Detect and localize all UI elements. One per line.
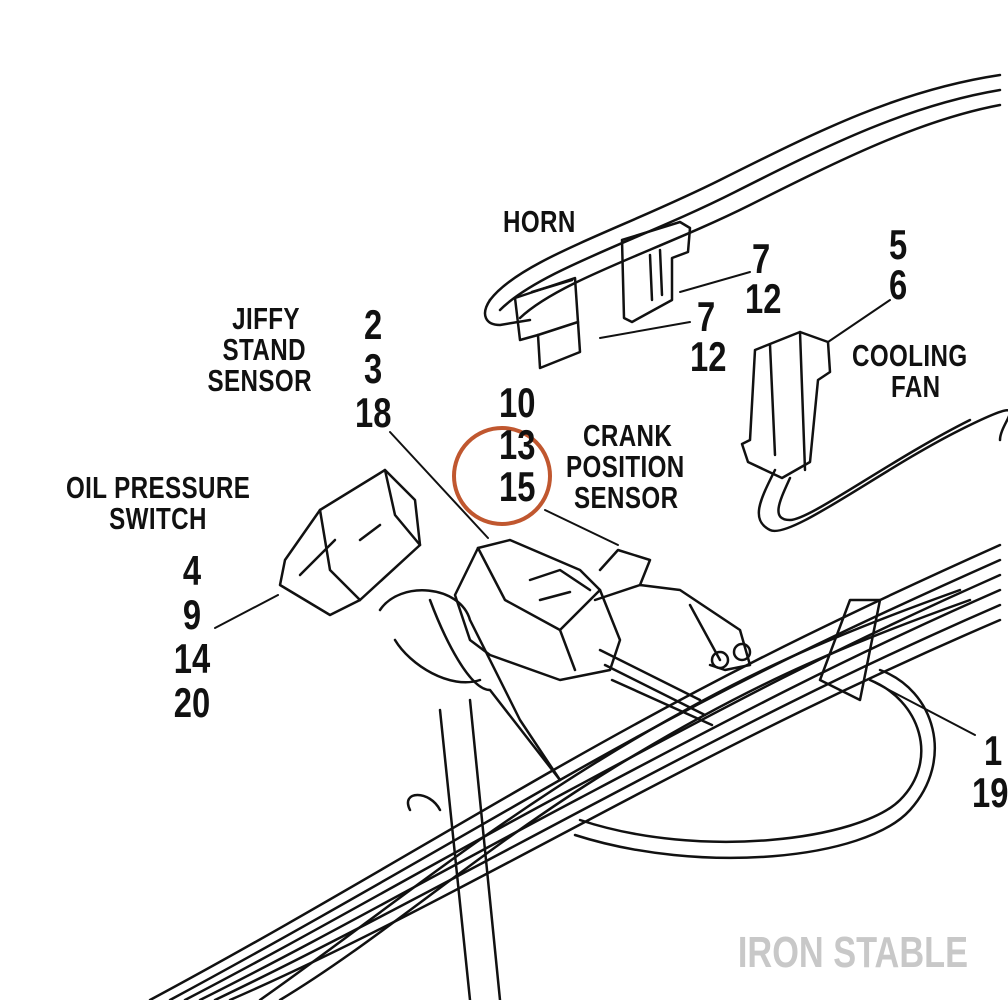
horn-ref-b-1: 7 <box>697 293 716 340</box>
jiffy-stand-ref-1: 2 <box>364 301 383 348</box>
cooling-fan-label-line2: FAN <box>891 369 941 404</box>
upper-harness <box>483 73 1002 327</box>
jiffy-stand-ref-3: 18 <box>355 389 392 436</box>
jiffy-stand-label-line3: SENSOR <box>207 363 312 398</box>
horn-ref-b-2: 12 <box>690 333 727 380</box>
crank-label-line1: CRANK <box>583 418 673 453</box>
horn-ref-a-2: 12 <box>745 275 782 322</box>
horn-connector-a <box>513 276 582 370</box>
horn-connector-b <box>620 220 692 324</box>
main-harness-bundle <box>148 543 1002 1000</box>
watermark-text: IRON STABLE <box>737 928 968 977</box>
oil-pressure-ref-1: 4 <box>182 547 202 594</box>
crank-label-line2: POSITION <box>566 449 685 484</box>
crank-ref-2: 13 <box>499 421 536 468</box>
oil-pressure-label-line2: SWITCH <box>109 501 207 536</box>
oil-pressure-ref-4: 20 <box>173 679 211 726</box>
jiffy-stand-label-line1: JIFFY <box>232 301 300 336</box>
leader-lines <box>214 271 976 736</box>
highlight-circle <box>452 426 552 526</box>
oil-pressure-ref-2: 9 <box>182 591 202 638</box>
jiffy-stand-label-line2: STAND <box>222 332 306 367</box>
cooling-fan-label-line1: COOLING <box>852 338 968 373</box>
jiffy-stand-ref-2: 3 <box>364 345 383 392</box>
edge-ref-2: 19 <box>972 769 1008 816</box>
center-connectors <box>453 538 752 727</box>
cooling-fan-connector <box>740 330 1008 533</box>
oil-pressure-ref-3: 14 <box>173 635 211 682</box>
horn-ref-a-1: 7 <box>752 235 771 282</box>
horn-label: HORN <box>503 204 576 239</box>
oil-pressure-connector <box>278 468 562 1000</box>
crank-label-line3: SENSOR <box>574 480 679 515</box>
oil-pressure-label-line1: OIL PRESSURE <box>65 470 251 505</box>
edge-ref-1: 1 <box>984 727 1003 774</box>
cooling-fan-ref-2: 6 <box>889 261 908 308</box>
crank-ref-1: 10 <box>499 379 536 426</box>
cooling-fan-ref-1: 5 <box>889 221 908 268</box>
crank-ref-3: 15 <box>499 463 536 510</box>
